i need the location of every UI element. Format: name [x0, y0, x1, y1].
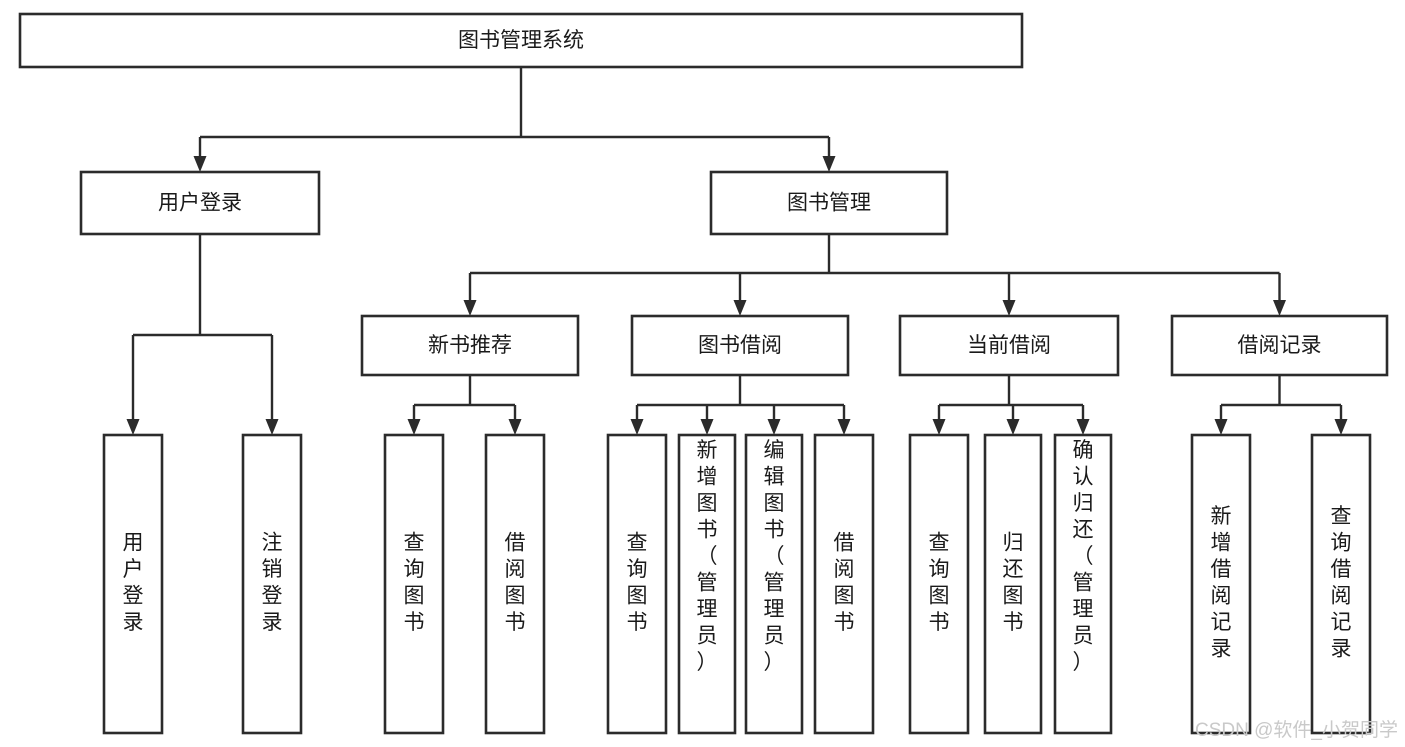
node-label-borrow-record: 借阅记录: [1238, 334, 1322, 357]
node-label-user-login: 用户登录: [158, 192, 242, 215]
node-leaf-user-logout[interactable]: 注销登录: [241, 433, 303, 735]
node-label-leaf-query-book-2: 查询图书: [627, 531, 648, 634]
node-leaf-borrow-book-2[interactable]: 借阅图书: [813, 433, 875, 735]
node-leaf-confirm-return[interactable]: 确认归还（管理员）: [1053, 433, 1113, 735]
node-box-user-login: [79, 170, 321, 236]
node-label-book-borrow: 图书借阅: [698, 334, 782, 357]
node-label-leaf-query-book-3: 查询图书: [929, 531, 950, 634]
node-box-root: [18, 12, 1024, 69]
node-borrow-record[interactable]: 借阅记录: [1170, 314, 1389, 377]
node-leaf-query-record[interactable]: 查询借阅记录: [1310, 433, 1372, 735]
node-layer: 图书管理系统用户登录图书管理新书推荐图书借阅当前借阅借阅记录用户登录注销登录查询…: [18, 12, 1389, 735]
node-label-leaf-user-login: 用户登录: [123, 531, 144, 634]
node-label-new-book-rec: 新书推荐: [428, 334, 512, 357]
node-label-leaf-add-book: 新增图书（管理员）: [697, 439, 718, 674]
node-book-borrow[interactable]: 图书借阅: [630, 314, 850, 377]
node-label-current-borrow: 当前借阅: [967, 334, 1051, 357]
node-current-borrow[interactable]: 当前借阅: [898, 314, 1120, 377]
node-leaf-query-book-3[interactable]: 查询图书: [908, 433, 970, 735]
node-root[interactable]: 图书管理系统: [18, 12, 1024, 69]
node-box-leaf-add-record: [1190, 433, 1252, 735]
node-box-leaf-add-book: [677, 433, 737, 735]
node-box-leaf-query-book-2: [606, 433, 668, 735]
node-label-leaf-borrow-book-2: 借阅图书: [834, 531, 855, 634]
node-user-login[interactable]: 用户登录: [79, 170, 321, 236]
node-label-root: 图书管理系统: [458, 29, 584, 52]
watermark-text: CSDN @软件_小贺同学: [1195, 719, 1398, 741]
node-leaf-borrow-book-1[interactable]: 借阅图书: [484, 433, 546, 735]
node-box-leaf-borrow-book-2: [813, 433, 875, 735]
node-leaf-edit-book[interactable]: 编辑图书（管理员）: [744, 433, 804, 735]
node-leaf-add-record[interactable]: 新增借阅记录: [1190, 433, 1252, 735]
node-leaf-user-login[interactable]: 用户登录: [102, 433, 164, 735]
node-label-leaf-edit-book: 编辑图书（管理员）: [764, 439, 785, 674]
node-box-leaf-edit-book: [744, 433, 804, 735]
node-leaf-query-book-2[interactable]: 查询图书: [606, 433, 668, 735]
node-box-borrow-record: [1170, 314, 1389, 377]
node-label-leaf-confirm-return: 确认归还（管理员）: [1073, 439, 1094, 674]
node-box-leaf-query-book-1: [383, 433, 445, 735]
node-leaf-return-book[interactable]: 归还图书: [983, 433, 1043, 735]
node-label-leaf-user-logout: 注销登录: [262, 531, 283, 634]
node-box-leaf-borrow-book-1: [484, 433, 546, 735]
node-box-new-book-rec: [360, 314, 580, 377]
node-label-leaf-return-book: 归还图书: [1003, 531, 1024, 634]
node-leaf-add-book[interactable]: 新增图书（管理员）: [677, 433, 737, 735]
node-box-book-borrow: [630, 314, 850, 377]
node-label-leaf-query-book-1: 查询图书: [404, 531, 425, 634]
node-label-book-manage: 图书管理: [787, 192, 871, 215]
node-book-manage[interactable]: 图书管理: [709, 170, 949, 236]
node-label-leaf-query-record: 查询借阅记录: [1331, 505, 1352, 661]
node-box-leaf-query-book-3: [908, 433, 970, 735]
node-label-leaf-add-record: 新增借阅记录: [1211, 505, 1232, 661]
node-box-leaf-return-book: [983, 433, 1043, 735]
node-new-book-rec[interactable]: 新书推荐: [360, 314, 580, 377]
node-box-leaf-user-login: [102, 433, 164, 735]
node-leaf-query-book-1[interactable]: 查询图书: [383, 433, 445, 735]
node-box-current-borrow: [898, 314, 1120, 377]
node-box-leaf-user-logout: [241, 433, 303, 735]
node-box-leaf-confirm-return: [1053, 433, 1113, 735]
node-box-leaf-query-record: [1310, 433, 1372, 735]
node-label-leaf-borrow-book-1: 借阅图书: [505, 531, 526, 634]
connector-layer: [126, 67, 1348, 435]
node-box-book-manage: [709, 170, 949, 236]
